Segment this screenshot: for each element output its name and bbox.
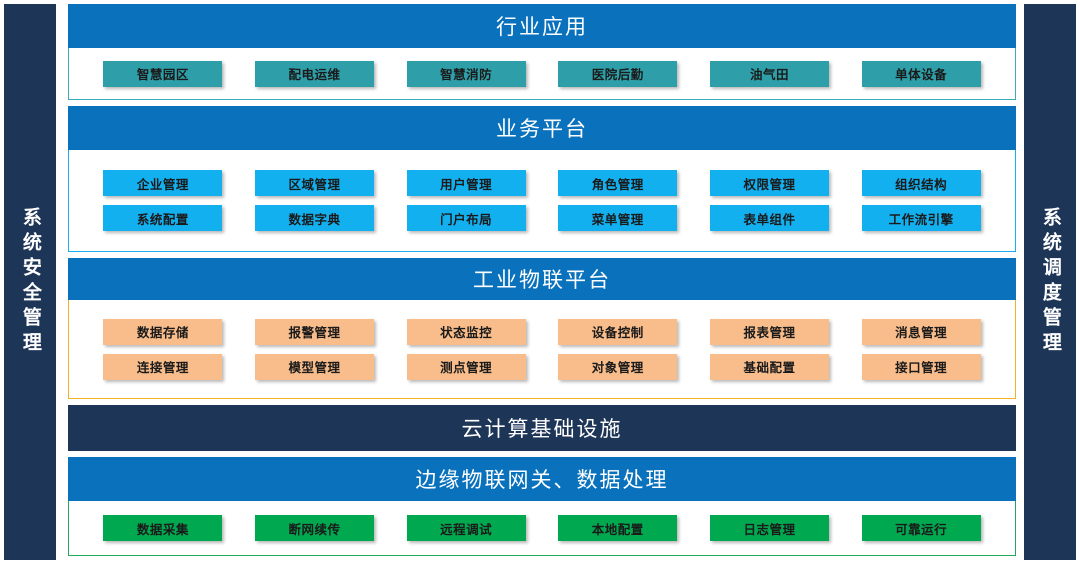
chip-model-management[interactable]: 模型管理 [254,353,374,380]
layer-body-industry-applications: 智慧园区 配电运维 智慧消防 医院后勤 油气田 单体设备 [68,48,1016,100]
left-pillar-system-security-management: 系统安全管理 [4,4,56,560]
chip-data-storage[interactable]: 数据存储 [103,318,223,345]
layer-header-edge-gateway: 边缘物联网关、数据处理 [68,457,1016,501]
chip-object-management[interactable]: 对象管理 [558,353,678,380]
chip-menu-management[interactable]: 菜单管理 [558,205,678,231]
chip-workflow-engine[interactable]: 工作流引擎 [861,205,981,231]
chip-device-control[interactable]: 设备控制 [558,318,678,345]
chip-alarm-management[interactable]: 报警管理 [254,318,374,345]
chip-status-monitoring[interactable]: 状态监控 [406,318,526,345]
chip-message-management[interactable]: 消息管理 [861,318,981,345]
chip-single-device[interactable]: 单体设备 [861,60,981,87]
left-pillar-label: 系统安全管理 [19,207,41,357]
layer-header-business-platform: 业务平台 [68,106,1016,150]
chip-row: 系统配置 数据字典 门户布局 菜单管理 表单组件 工作流引擎 [69,205,1015,231]
chip-data-dictionary[interactable]: 数据字典 [254,205,374,231]
chip-power-ops[interactable]: 配电运维 [254,60,374,87]
chip-row: 数据存储 报警管理 状态监控 设备控制 报表管理 消息管理 [69,318,1015,345]
layer-industry-applications: 行业应用 智慧园区 配电运维 智慧消防 医院后勤 油气田 单体设备 [68,4,1016,100]
layer-body-edge-gateway: 数据采集 断网续传 远程调试 本地配置 日志管理 可靠运行 [68,501,1016,556]
chip-enterprise-management[interactable]: 企业管理 [103,170,223,196]
chip-offline-resume-transfer[interactable]: 断网续传 [254,515,374,541]
chip-permission-management[interactable]: 权限管理 [709,170,829,196]
chip-smart-park[interactable]: 智慧园区 [103,60,223,87]
chip-remote-debugging[interactable]: 远程调试 [406,515,526,541]
right-pillar-label: 系统调度管理 [1039,207,1061,357]
chip-row: 连接管理 模型管理 测点管理 对象管理 基础配置 接口管理 [69,353,1015,380]
chip-row: 数据采集 断网续传 远程调试 本地配置 日志管理 可靠运行 [69,515,1015,541]
chip-report-management[interactable]: 报表管理 [709,318,829,345]
chip-row: 企业管理 区域管理 用户管理 角色管理 权限管理 组织结构 [69,170,1015,196]
chip-row: 智慧园区 配电运维 智慧消防 医院后勤 油气田 单体设备 [69,60,1015,87]
chip-hospital-logistics[interactable]: 医院后勤 [558,60,678,87]
chip-oil-gas-field[interactable]: 油气田 [709,60,829,87]
chip-data-acquisition[interactable]: 数据采集 [103,515,223,541]
layer-cloud-infrastructure: 云计算基础设施 [68,405,1016,451]
chip-portal-layout[interactable]: 门户布局 [406,205,526,231]
layer-stack: 行业应用 智慧园区 配电运维 智慧消防 医院后勤 油气田 单体设备 业务平台 企… [68,4,1016,560]
chip-log-management[interactable]: 日志管理 [709,515,829,541]
chip-measurement-point-management[interactable]: 测点管理 [406,353,526,380]
layer-body-industrial-iot-platform: 数据存储 报警管理 状态监控 设备控制 报表管理 消息管理 连接管理 模型管理 … [68,300,1016,399]
chip-connection-management[interactable]: 连接管理 [103,353,223,380]
layer-header-industry-applications: 行业应用 [68,4,1016,48]
chip-system-config[interactable]: 系统配置 [103,205,223,231]
chip-region-management[interactable]: 区域管理 [254,170,374,196]
layer-industrial-iot-platform: 工业物联平台 数据存储 报警管理 状态监控 设备控制 报表管理 消息管理 连接管… [68,258,1016,399]
layer-edge-gateway: 边缘物联网关、数据处理 数据采集 断网续传 远程调试 本地配置 日志管理 可靠运… [68,457,1016,556]
chip-form-components[interactable]: 表单组件 [709,205,829,231]
chip-interface-management[interactable]: 接口管理 [861,353,981,380]
chip-local-configuration[interactable]: 本地配置 [558,515,678,541]
right-pillar-system-scheduling-management: 系统调度管理 [1024,4,1076,560]
layer-header-cloud-infrastructure: 云计算基础设施 [68,405,1016,451]
chip-smart-firefighting[interactable]: 智慧消防 [406,60,526,87]
chip-user-management[interactable]: 用户管理 [406,170,526,196]
chip-role-management[interactable]: 角色管理 [558,170,678,196]
chip-org-structure[interactable]: 组织结构 [861,170,981,196]
layer-body-business-platform: 企业管理 区域管理 用户管理 角色管理 权限管理 组织结构 系统配置 数据字典 … [68,150,1016,252]
layer-business-platform: 业务平台 企业管理 区域管理 用户管理 角色管理 权限管理 组织结构 系统配置 … [68,106,1016,252]
chip-reliable-operation[interactable]: 可靠运行 [861,515,981,541]
layer-header-industrial-iot-platform: 工业物联平台 [68,258,1016,300]
chip-basic-configuration[interactable]: 基础配置 [709,353,829,380]
